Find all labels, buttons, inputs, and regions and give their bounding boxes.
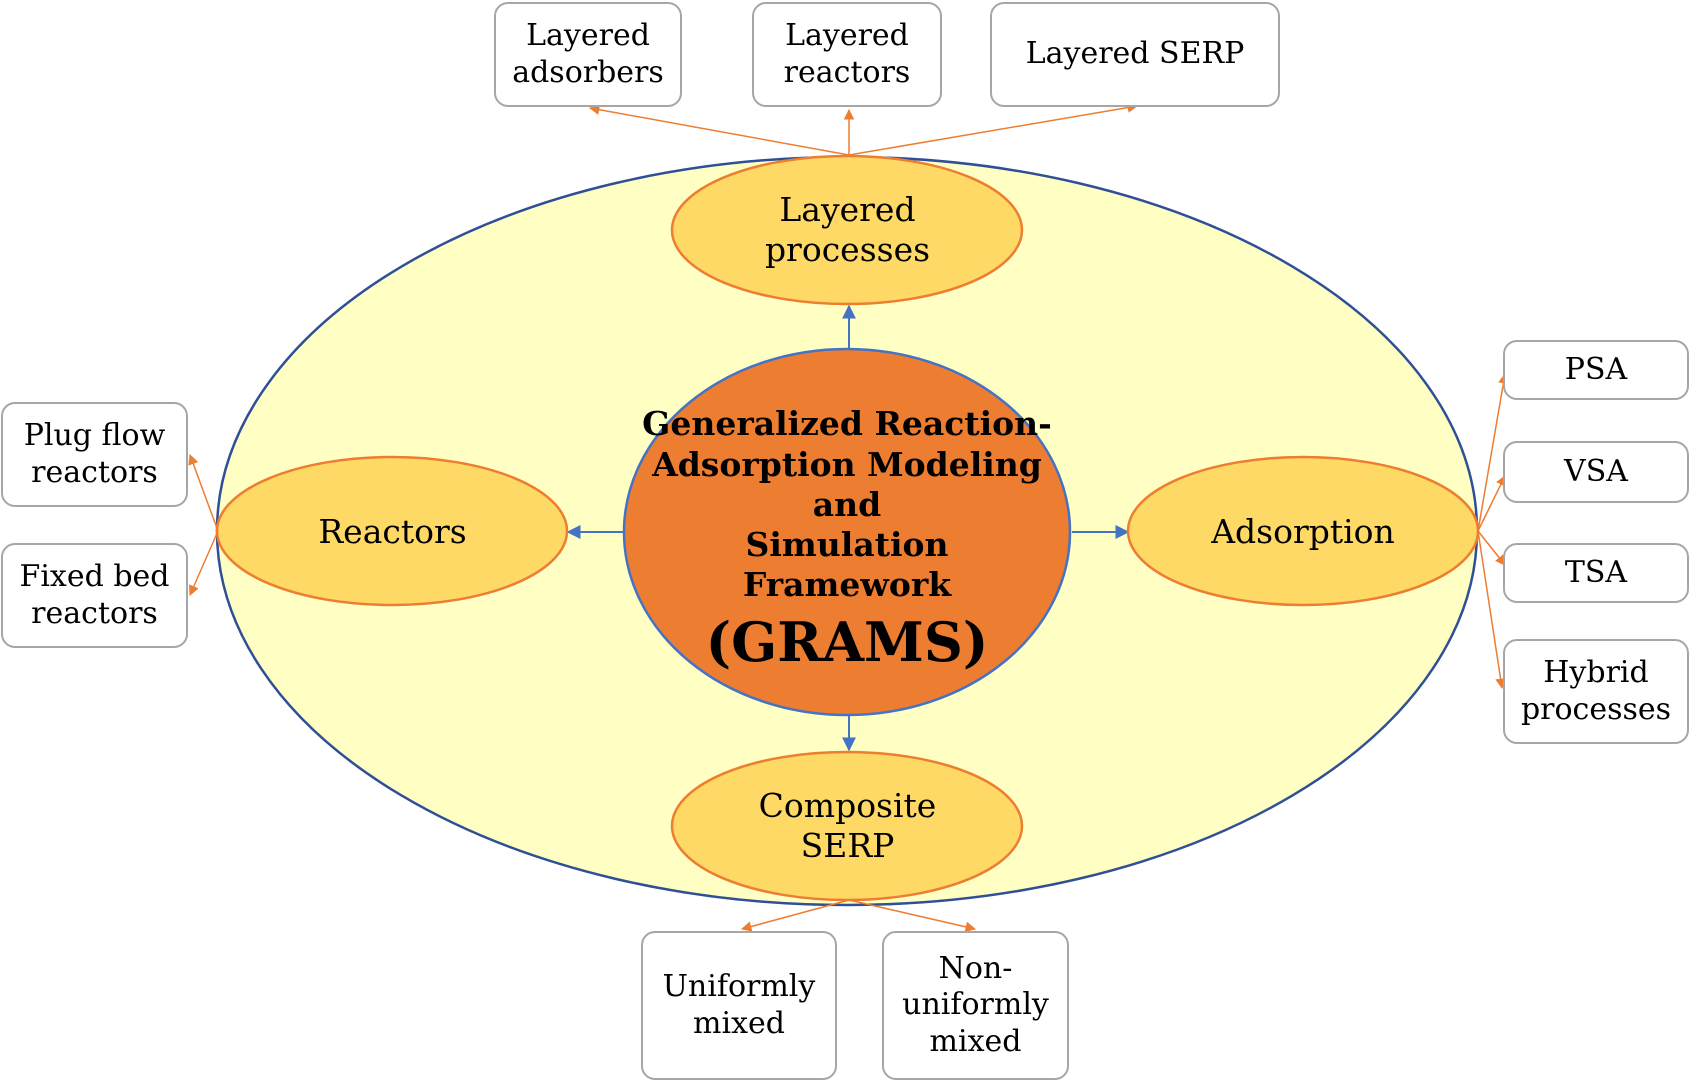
- box-vsa: VSA: [1503, 441, 1689, 503]
- arrow-to-vsa: [1477, 475, 1506, 532]
- arrow-to-layered-serp: [848, 102, 1139, 156]
- box-tsa: TSA: [1503, 543, 1689, 603]
- arrow-to-tsa: [1477, 530, 1506, 566]
- arrow-to-layered-adsorbers: [588, 104, 850, 156]
- arrow-to-psa: [1477, 372, 1509, 532]
- core-shape: [622, 347, 1072, 717]
- node-reactors-shape: [215, 455, 569, 607]
- box-fixed-bed-reactors: Fixed bed reactors: [1, 543, 188, 648]
- box-layered-serp: Layered SERP: [990, 2, 1280, 107]
- arrow-to-hybrid: [1477, 530, 1506, 690]
- node-layered-processes: Layered processes: [764, 189, 931, 269]
- node-adsorption: Adsorption: [1211, 511, 1395, 551]
- node-composite-serp: Composite SERP: [758, 785, 937, 865]
- node-layered-processes-shape: [670, 154, 1024, 306]
- node-adsorption-shape: [1126, 455, 1480, 607]
- box-plug-flow-reactors: Plug flow reactors: [1, 402, 188, 507]
- box-psa: PSA: [1503, 340, 1689, 400]
- arrow-to-fixed-bed: [188, 530, 219, 596]
- box-uniformly-mixed: Uniformly mixed: [641, 931, 837, 1080]
- box-non-uniformly-mixed: Non- uniformly mixed: [882, 931, 1069, 1080]
- box-layered-reactors: Layered reactors: [752, 2, 942, 107]
- node-reactors: Reactors: [318, 511, 467, 551]
- arrow-to-plug-flow: [188, 454, 219, 532]
- core-acronym: (GRAMS): [705, 609, 989, 674]
- box-layered-adsorbers: Layered adsorbers: [494, 2, 682, 107]
- box-hybrid-processes: Hybrid processes: [1503, 639, 1689, 744]
- node-composite-serp-shape: [670, 750, 1024, 902]
- arrow-to-non-uniformly-mixed: [848, 899, 977, 932]
- core-title: Generalized Reaction- Adsorption Modelin…: [642, 404, 1052, 605]
- core-label: Generalized Reaction- Adsorption Modelin…: [637, 404, 1057, 673]
- arrow-to-uniformly-mixed: [740, 899, 850, 932]
